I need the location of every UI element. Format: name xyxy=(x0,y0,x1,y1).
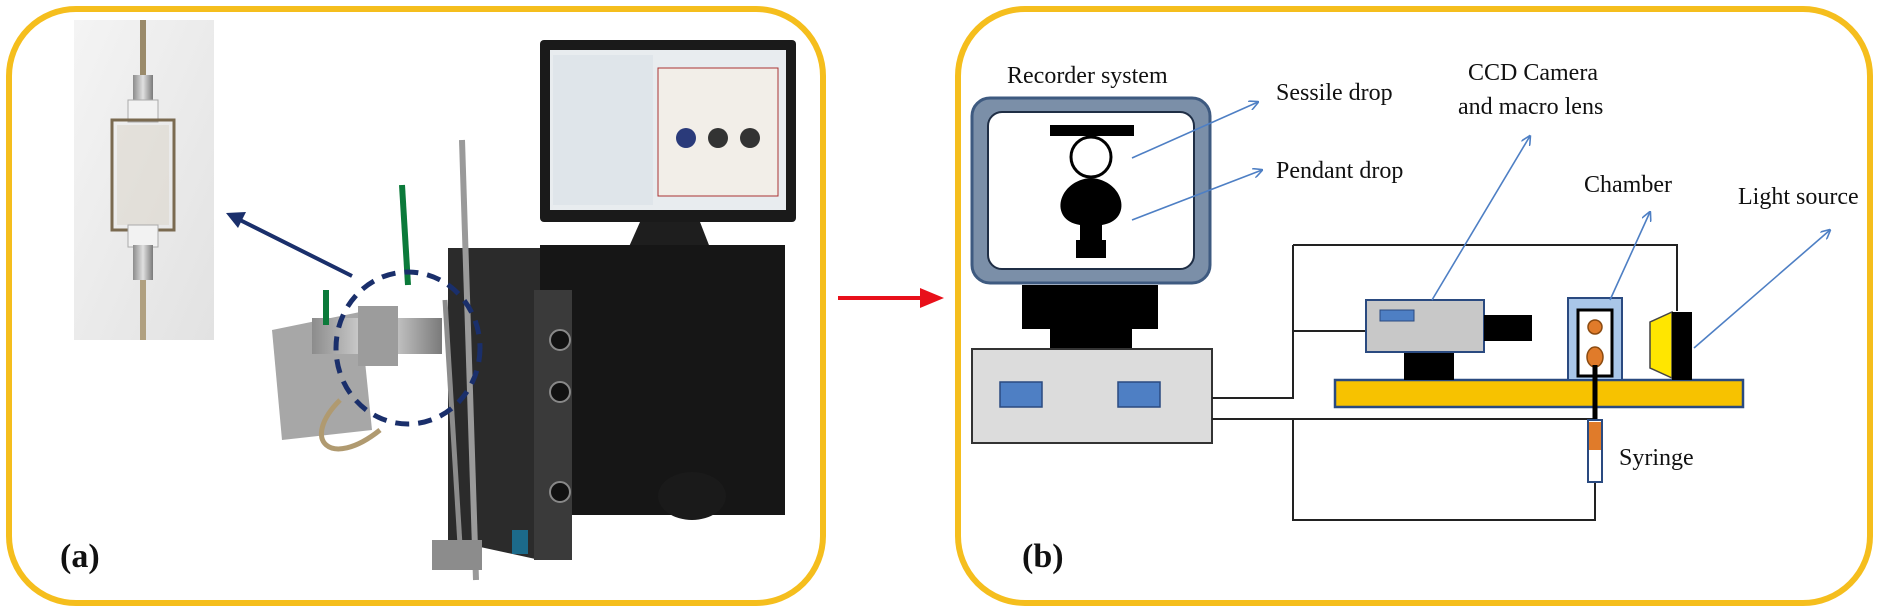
photo-stage-assembly xyxy=(272,139,528,581)
inset-chamber-photo xyxy=(74,20,214,340)
photo-apparatus xyxy=(74,20,796,581)
label-chamber: Chamber xyxy=(1584,172,1672,198)
light-source xyxy=(1649,310,1692,380)
leader-lines xyxy=(1131,102,1830,349)
label-recorder-system: Recorder system xyxy=(1007,63,1168,89)
recorder-base-unit xyxy=(971,348,1213,444)
label-light-source: Light source xyxy=(1738,184,1859,210)
panel-label-a: (a) xyxy=(60,538,100,575)
pendant-drop-icon xyxy=(1060,178,1122,245)
label-syringe: Syringe xyxy=(1619,445,1694,471)
label-pendant-drop: Pendant drop xyxy=(1276,158,1403,184)
ccd-camera xyxy=(1365,299,1532,380)
syringe xyxy=(1587,419,1603,483)
label-ccd-camera-line1: CCD Camera xyxy=(1468,60,1598,86)
callout-arrow-line xyxy=(235,216,353,278)
optical-bench xyxy=(1333,378,1745,409)
panel-label-b: (b) xyxy=(1022,538,1064,575)
chamber xyxy=(1567,297,1623,420)
sessile-drop-icon xyxy=(1069,135,1113,179)
panel-transition-arrow xyxy=(838,288,944,308)
callout-arrowhead xyxy=(226,212,246,228)
recorder-monitor xyxy=(970,96,1212,349)
label-sessile-drop: Sessile drop xyxy=(1276,80,1393,106)
photo-monitor xyxy=(540,40,796,270)
label-ccd-camera-line2: and macro lens xyxy=(1458,94,1603,120)
photo-controller-box xyxy=(448,245,785,560)
highlight-dashed-circle xyxy=(333,269,483,427)
